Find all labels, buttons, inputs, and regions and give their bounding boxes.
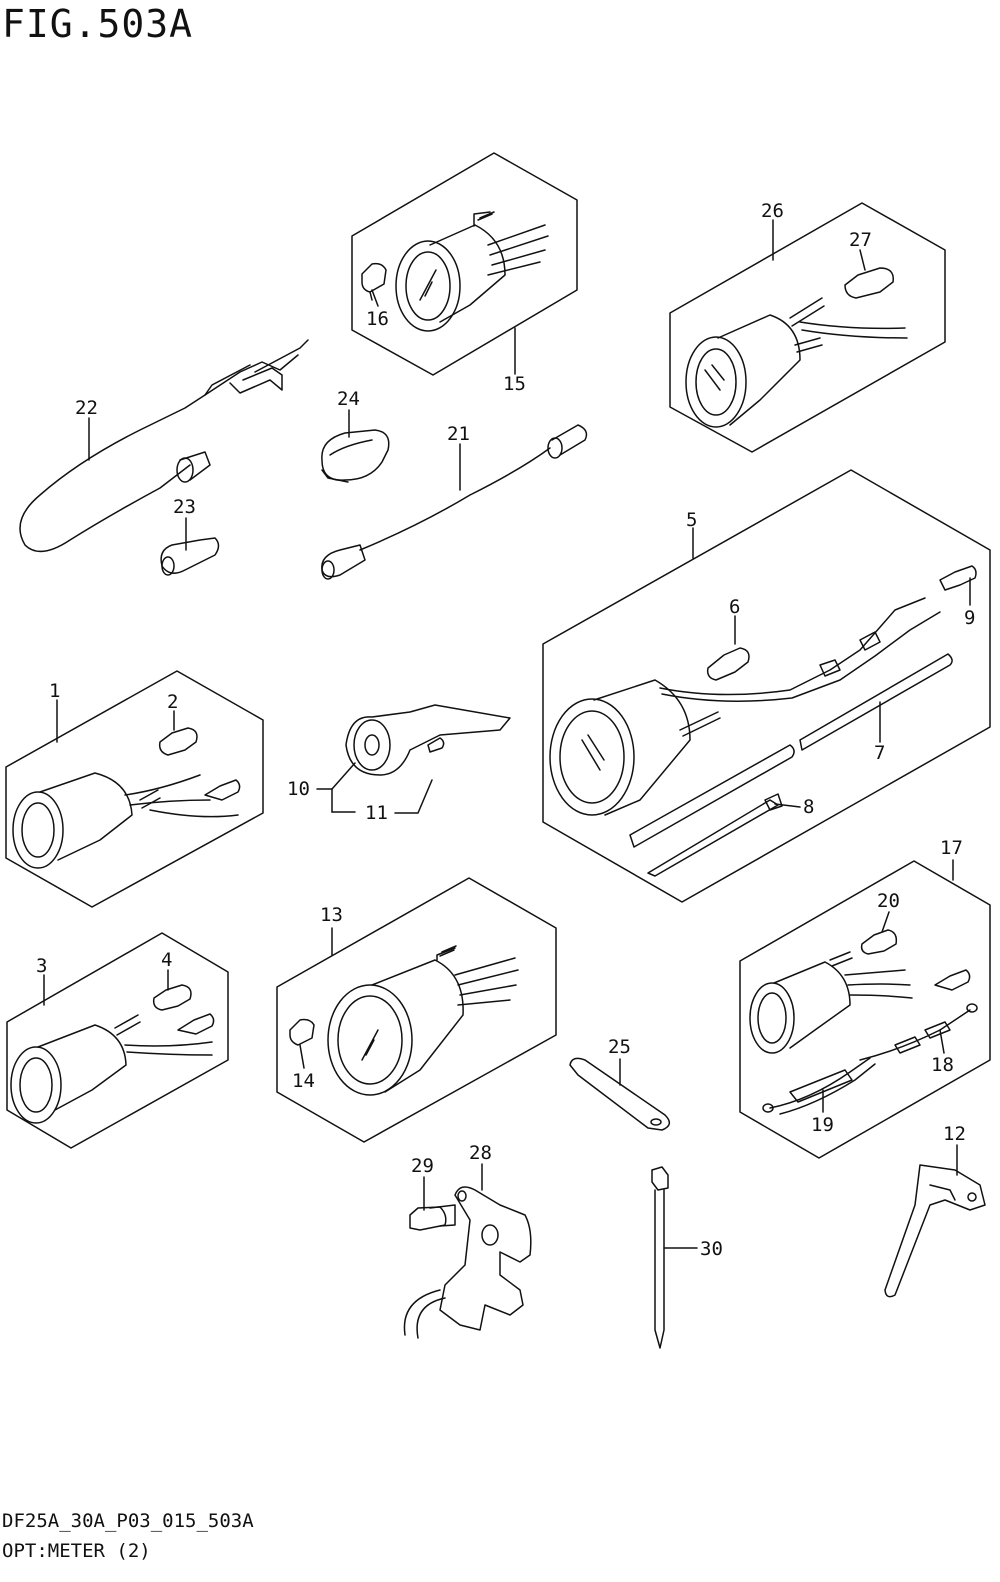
callout-22: 22 xyxy=(75,397,98,419)
callout-30: 30 xyxy=(700,1238,723,1260)
part-21-cable xyxy=(321,424,588,580)
part-24-grommet xyxy=(321,429,390,483)
callout-27: 27 xyxy=(849,229,872,251)
callout-18: 18 xyxy=(931,1054,954,1076)
part-7-tube xyxy=(629,653,953,848)
callout-4: 4 xyxy=(161,949,172,971)
callout-15: 15 xyxy=(503,373,526,395)
callout-2: 2 xyxy=(167,691,178,713)
callout-11: 11 xyxy=(365,802,388,824)
callout-17: 17 xyxy=(940,837,963,859)
group-box-3 xyxy=(6,932,229,1149)
callout-23: 23 xyxy=(173,496,196,518)
part-20-bulb xyxy=(860,929,898,955)
part-3-gauge xyxy=(10,1014,213,1124)
callout-3: 3 xyxy=(36,955,47,977)
part-10-bracket xyxy=(345,704,511,776)
callout-12: 12 xyxy=(943,1123,966,1145)
part-30-tie xyxy=(651,1166,669,1349)
part-16-bulb xyxy=(361,262,387,301)
part-19-harness xyxy=(762,1057,876,1115)
part-26-gauge xyxy=(685,297,908,428)
part-11-screw xyxy=(427,737,445,753)
group-box-13 xyxy=(276,877,557,1143)
part-23-connector xyxy=(160,537,220,576)
part-18-harness xyxy=(859,1003,978,1061)
part-2-bulb xyxy=(158,727,198,756)
part-27-bulb xyxy=(844,267,894,299)
part-1-gauge xyxy=(12,772,239,869)
group-box-5 xyxy=(542,469,991,903)
callout-19: 19 xyxy=(811,1114,834,1136)
callout-1: 1 xyxy=(49,680,60,702)
part-3-terminal xyxy=(177,1013,215,1035)
part-5-gauge xyxy=(549,597,941,816)
part-1-terminal xyxy=(204,779,241,801)
part-12-bracket xyxy=(884,1164,986,1298)
callout-16: 16 xyxy=(366,308,389,330)
callout-28: 28 xyxy=(469,1142,492,1164)
callout-6: 6 xyxy=(729,596,740,618)
part-14-bulb xyxy=(289,1018,315,1046)
part-22-cable xyxy=(19,339,309,553)
part-25-plate xyxy=(569,1057,671,1131)
part-17-terminal xyxy=(934,969,971,991)
callout-10: 10 xyxy=(287,778,310,800)
figure-caption: OPT:METER (2) xyxy=(2,1540,151,1562)
part-9-terminal xyxy=(939,565,977,591)
part-17-gauge xyxy=(749,951,913,1054)
part-13-gauge xyxy=(327,945,519,1096)
group-box-1 xyxy=(5,670,264,908)
part-29-bolt xyxy=(409,1204,456,1231)
leader-lines xyxy=(43,219,971,1249)
group-box-17 xyxy=(739,860,991,1159)
callout-14: 14 xyxy=(292,1070,315,1092)
part-15-gauge xyxy=(395,211,549,332)
part-8-tie xyxy=(647,793,783,877)
callout-labels: 1 2 3 4 5 6 7 8 9 10 11 12 13 14 15 16 1… xyxy=(36,200,975,1260)
callout-5: 5 xyxy=(686,509,697,531)
callout-7: 7 xyxy=(874,742,885,764)
callout-13: 13 xyxy=(320,904,343,926)
callout-24: 24 xyxy=(337,388,360,410)
callout-29: 29 xyxy=(411,1155,434,1177)
group-box-26 xyxy=(669,202,946,453)
callout-9: 9 xyxy=(964,607,975,629)
callout-21: 21 xyxy=(447,423,470,445)
group-box-15 xyxy=(351,152,578,376)
figure-title: FIG.503A xyxy=(2,2,194,46)
drawing-code: DF25A_30A_P03_015_503A xyxy=(2,1510,254,1532)
part-4-bulb xyxy=(152,984,192,1011)
callout-20: 20 xyxy=(877,890,900,912)
part-6-bulb xyxy=(706,647,750,681)
callout-25: 25 xyxy=(608,1036,631,1058)
callout-26: 26 xyxy=(761,200,784,222)
callout-8: 8 xyxy=(803,796,814,818)
part-28-bracket xyxy=(403,1186,532,1339)
